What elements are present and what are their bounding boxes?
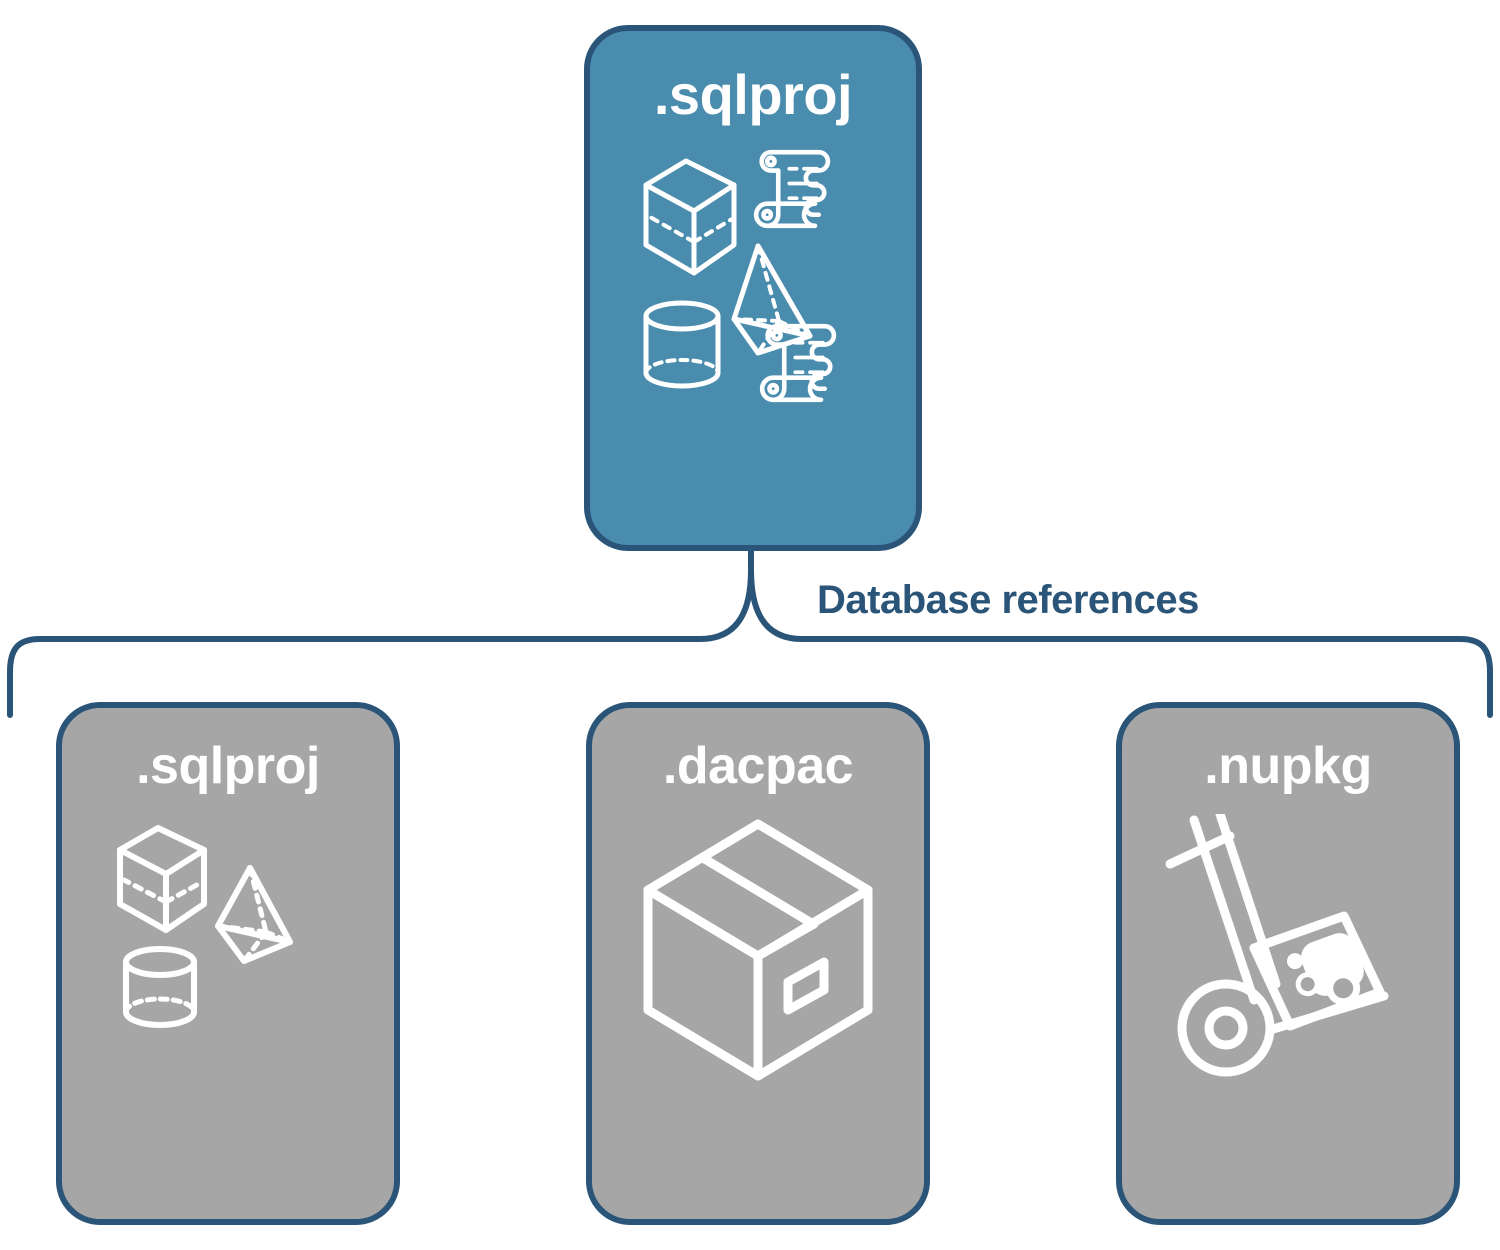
reference-card-sqlproj[interactable]: .sqlproj — [56, 702, 400, 1225]
cylinder-wireframe-icon — [123, 946, 197, 1028]
reference-card-nupkg[interactable]: .nupkg — [1116, 702, 1460, 1225]
nupkg-handtruck-icon-group — [1158, 814, 1418, 1077]
cube-wireframe-icon — [117, 825, 207, 933]
reference-card-title: .nupkg — [1204, 737, 1372, 795]
bracket-left-arm — [37, 567, 754, 642]
bracket-left-end — [7, 636, 43, 718]
sqlproj-shapes-icon-group — [98, 814, 358, 1054]
root-card-icon-group — [638, 141, 868, 411]
shipping-box-icon — [643, 819, 873, 1081]
pyramid-wireframe-icon — [215, 865, 293, 964]
scroll-script-icon — [753, 149, 831, 229]
root-sqlproj-card[interactable]: .sqlproj — [584, 25, 922, 551]
database-references-bracket — [7, 548, 1493, 718]
cylinder-wireframe-icon — [643, 300, 721, 389]
bracket-right-end — [1457, 636, 1493, 718]
reference-card-title: .sqlproj — [136, 737, 320, 795]
reference-card-title: .dacpac — [662, 737, 854, 795]
hand-truck-package-icon — [1165, 814, 1389, 1077]
scroll-script-icon — [759, 323, 837, 403]
reference-card-dacpac[interactable]: .dacpac — [586, 702, 930, 1225]
database-references-label: Database references — [817, 578, 1199, 622]
root-card-title: .sqlproj — [653, 63, 853, 126]
dacpac-box-icon-group — [628, 814, 888, 1081]
cube-wireframe-icon — [643, 158, 737, 276]
